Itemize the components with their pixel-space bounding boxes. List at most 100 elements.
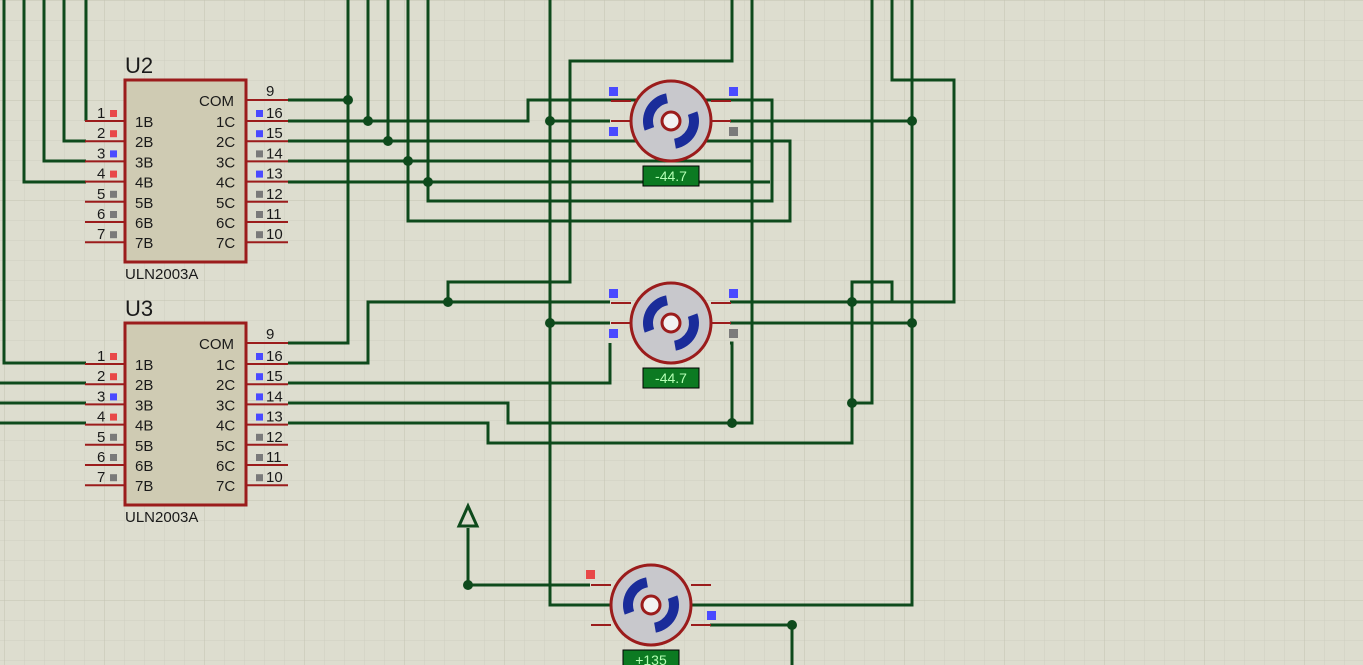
wire[interactable] (730, 0, 956, 304)
motor-angle-value: +135 (635, 652, 667, 665)
wire[interactable] (288, 0, 774, 203)
pin-state-indicator (256, 393, 263, 401)
wire[interactable] (288, 343, 612, 385)
pin-state-indicator (110, 413, 117, 421)
power-terminal-arrow-icon[interactable] (456, 502, 480, 528)
pin-number: 16 (266, 105, 283, 122)
pin-state-indicator (110, 130, 117, 138)
wire-junction (403, 156, 413, 166)
pin-name: 2B (135, 377, 153, 394)
ic-u3[interactable]: U3ULN2003ACOM911B22B33B44B55B66B77B161C1… (85, 296, 288, 526)
pin-number: 3 (97, 388, 105, 405)
wire-net[interactable] (0, 0, 956, 665)
pin-name: 6B (135, 458, 153, 475)
wire[interactable] (852, 0, 874, 405)
pin-state-indicator (256, 231, 263, 239)
pin-name: 3C (216, 154, 235, 171)
chip-reference: U3 (125, 296, 153, 321)
ic-u2[interactable]: U2ULN2003ACOM911B22B33B44B55B66B77B161C1… (85, 53, 288, 283)
pin-number: 5 (97, 429, 105, 446)
pin-state-indicator (110, 150, 117, 158)
pin-number: 4 (97, 166, 105, 183)
stepper-motor-2[interactable]: -44.7 (609, 281, 738, 389)
pin-name: 1B (135, 357, 153, 374)
pin-name: 1C (216, 357, 235, 374)
wire[interactable] (730, 341, 734, 423)
pin-number: 10 (266, 226, 283, 243)
pin-number: 1 (97, 105, 105, 122)
motor-winding (623, 577, 648, 615)
pin-state-indicator (256, 474, 263, 482)
pin-name: 7C (216, 235, 235, 252)
wire[interactable] (42, 0, 86, 163)
pin-name: 6C (216, 215, 235, 232)
wire-junction (545, 318, 555, 328)
stepper-motor-1[interactable]: -44.7 (609, 79, 738, 187)
pin-state-indicator (110, 170, 117, 178)
pin-number: 11 (266, 449, 282, 466)
chip-part-number: ULN2003A (125, 509, 198, 526)
pin-state-indicator (256, 150, 263, 158)
pin-number: 15 (266, 368, 283, 385)
pin-number: 5 (97, 186, 105, 203)
wire[interactable] (288, 0, 792, 223)
motor-rotor (660, 110, 682, 132)
motor-pin-indicator (729, 289, 738, 298)
motor-angle-value: -44.7 (655, 370, 687, 386)
motor-pin-indicator (729, 127, 738, 136)
chip-body[interactable] (123, 321, 248, 507)
wire-junction (847, 297, 857, 307)
wire[interactable] (22, 0, 86, 184)
pin-state-indicator (110, 454, 117, 461)
pin-name: 7C (216, 478, 235, 495)
pin-number: 1 (97, 348, 105, 365)
pin-state-indicator (110, 373, 117, 381)
pin-number: 12 (266, 429, 283, 446)
motor-pin-indicator (707, 611, 716, 620)
motor-pin-indicator (609, 127, 618, 136)
pin-name: 2B (135, 134, 153, 151)
wire[interactable] (288, 0, 754, 425)
pin-state-indicator (110, 231, 117, 239)
pin-number: 7 (97, 226, 105, 243)
wire[interactable] (62, 0, 86, 143)
pin-number: 13 (266, 409, 283, 426)
wire-junction (787, 620, 797, 630)
chip-part-number: ULN2003A (125, 266, 198, 283)
wire[interactable] (288, 0, 734, 365)
chip-body[interactable] (123, 78, 248, 264)
wire-junction (383, 136, 393, 146)
wire[interactable] (288, 0, 350, 345)
motor-angle-readout (622, 649, 680, 665)
pin-number: 15 (266, 125, 283, 142)
wire-junction (907, 318, 917, 328)
pin-number: 14 (266, 388, 283, 405)
pin-state-indicator (110, 190, 117, 198)
wire-junction (907, 116, 917, 126)
motor-winding (643, 93, 668, 131)
wire-junction (343, 95, 353, 105)
wire[interactable] (2, 0, 86, 365)
stepper-motor-3[interactable]: +135 (586, 563, 716, 665)
pin-name: 4B (135, 175, 153, 192)
pin-state-indicator (256, 211, 263, 218)
pin-state-indicator (110, 110, 117, 117)
pin-state-indicator (256, 130, 263, 138)
pin-name: 1C (216, 114, 235, 131)
pin-number: 16 (266, 348, 283, 365)
wire-junction (545, 116, 555, 126)
pin-number: 3 (97, 145, 105, 162)
motor-winding (643, 295, 668, 333)
chip-reference: U2 (125, 53, 153, 78)
pin-name: 4B (135, 418, 153, 435)
pin-name: 4C (216, 175, 235, 192)
wire-junction (463, 580, 473, 590)
pin-state-indicator (256, 454, 263, 461)
pin-number: 14 (266, 145, 283, 162)
wire-junction (423, 177, 433, 187)
pin-state-indicator (256, 110, 263, 117)
pin-name: 5C (216, 195, 235, 212)
motor-pin-indicator (729, 87, 738, 96)
motor-winding (674, 111, 700, 149)
